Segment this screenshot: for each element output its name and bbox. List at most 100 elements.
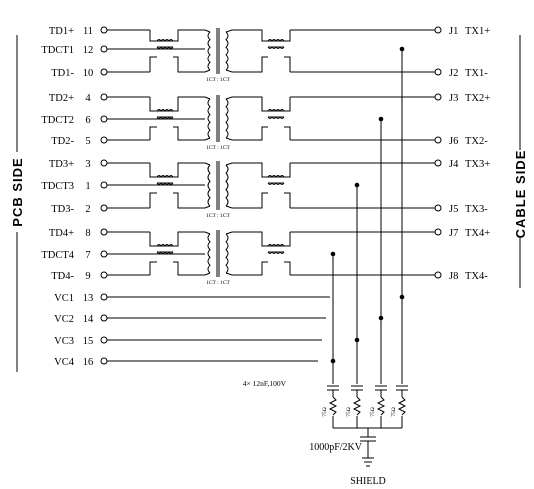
choke-turn [275, 116, 281, 119]
choke-turn [275, 46, 281, 49]
cable-pin-number: J3 [449, 93, 458, 104]
wire [204, 29, 211, 33]
pcb-pin-number: 16 [83, 357, 94, 368]
wire [225, 231, 268, 247]
pcb-pin-number: 10 [83, 68, 94, 79]
choke-turn [168, 116, 174, 119]
pcb-pin-number: 12 [83, 45, 94, 56]
wire [204, 231, 211, 235]
wire [173, 29, 205, 42]
choke-turn [160, 182, 166, 185]
wire [225, 29, 268, 42]
cable-pin-terminal [434, 271, 442, 279]
wire [204, 272, 211, 276]
junction-dot [354, 337, 360, 343]
choke-turn [267, 182, 273, 185]
choke-turn [267, 39, 273, 42]
cable-pin-name: TX4- [465, 271, 488, 282]
choke-turn [156, 244, 162, 247]
pcb-pin-name: TDCT4 [41, 250, 74, 261]
choke-turn [164, 182, 170, 185]
pcb-pin-name: VC2 [54, 314, 74, 325]
pcb-pin-terminal [100, 115, 108, 123]
pcb-pin-terminal [100, 250, 108, 258]
transformer-winding [207, 233, 211, 274]
wire [225, 261, 268, 276]
choke-turn [160, 39, 166, 42]
pcb-pin-name: TD4+ [49, 228, 74, 239]
wire [225, 126, 268, 141]
choke-turn [168, 251, 174, 254]
wire [149, 232, 157, 247]
choke-turn [160, 251, 166, 254]
transformer-winding [207, 98, 211, 139]
junction-dot [399, 294, 405, 300]
pcb-pin-terminal [100, 293, 108, 301]
capacitor-array-note: 4× 12nF,100V [243, 379, 287, 388]
choke-turn [164, 251, 170, 254]
wire [173, 56, 205, 73]
choke-turn [275, 182, 281, 185]
choke-turn [279, 175, 285, 178]
choke-turn [160, 46, 166, 49]
turns-ratio-label: 1CT : 1CT [206, 213, 230, 219]
choke-turn [164, 109, 170, 112]
wire [173, 261, 205, 276]
choke-turn [279, 39, 285, 42]
turns-ratio-label: 1CT : 1CT [206, 145, 230, 151]
choke-turn [267, 46, 273, 49]
choke-turn [168, 39, 174, 42]
resistor [397, 396, 407, 416]
wire [149, 261, 157, 275]
cable-pin-terminal [434, 204, 442, 212]
choke-turn [164, 175, 170, 178]
transformer-winding [207, 31, 211, 71]
choke-turn [275, 175, 281, 178]
pcb-pin-number: 4 [85, 93, 91, 104]
cable-pin-number: J4 [449, 159, 459, 170]
wire [204, 69, 211, 73]
choke-turn [156, 175, 162, 178]
pcb-pin-terminal [100, 204, 108, 212]
pcb-pin-number: 6 [85, 115, 90, 126]
choke-turn [279, 182, 285, 185]
resistor-label: 75Ω [370, 407, 376, 417]
wire [284, 232, 291, 247]
pcb-pin-name: TDCT3 [41, 181, 74, 192]
cable-pin-name: TX2+ [465, 93, 490, 104]
choke-turn [160, 109, 166, 112]
pcb-pin-terminal [100, 136, 108, 144]
pcb-pin-number: 2 [85, 204, 90, 215]
pcb-side-label: PCB SIDE [10, 157, 25, 226]
transformer-winding [225, 98, 229, 139]
choke-turn [156, 182, 162, 185]
hv-capacitor-label: 1000pF/2KV [309, 442, 363, 453]
transformer-winding [225, 31, 229, 71]
wire [225, 162, 268, 178]
choke-turn [168, 109, 174, 112]
choke-turn [160, 175, 166, 178]
choke-turn [164, 244, 170, 247]
choke-turn [271, 251, 277, 254]
cable-pin-terminal [434, 68, 442, 76]
wire [284, 192, 291, 208]
resistor-label: 75Ω [391, 407, 397, 417]
choke-turn [271, 116, 277, 119]
cable-pin-name: TX1+ [465, 26, 490, 37]
choke-turn [271, 244, 277, 247]
shield-label: SHIELD [350, 476, 386, 487]
wire [149, 126, 157, 140]
pcb-pin-name: VC4 [54, 357, 75, 368]
choke-turn [279, 109, 285, 112]
channel-4-magnetics: 1CT : 1CT [107, 230, 435, 286]
choke-turn [168, 182, 174, 185]
junction-dot [330, 358, 336, 364]
pcb-pin-number: 7 [85, 250, 90, 261]
resistor [376, 396, 386, 416]
pcb-pin-number: 8 [85, 228, 90, 239]
pcb-pin-number: 14 [83, 314, 94, 325]
choke-turn [156, 46, 162, 49]
